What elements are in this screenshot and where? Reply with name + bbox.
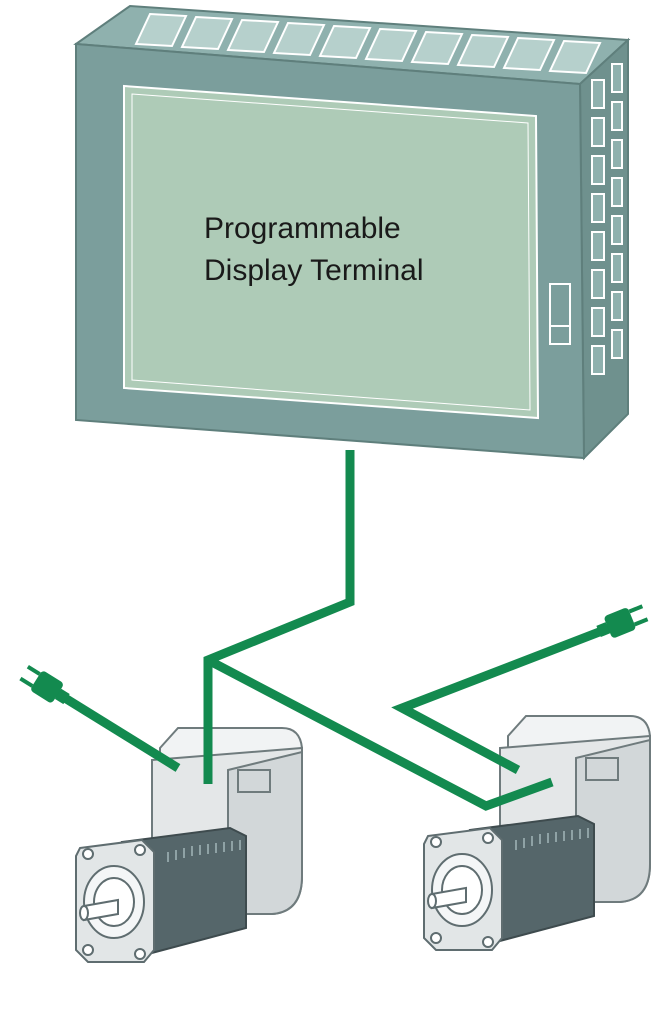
terminal-label-line2: Display Terminal [204,254,424,287]
power-plug-icon [594,601,650,643]
power-cable-left [49,686,181,772]
power-cable-right [391,619,622,774]
communication-cable-branch [205,656,554,811]
programmable-display-terminal: Programmable Display Terminal [73,4,631,461]
communication-cable [203,450,355,784]
stepper-motor-right [423,715,651,951]
stepper-motor-left [75,727,303,963]
terminal-label-line1: Programmable [204,212,401,245]
